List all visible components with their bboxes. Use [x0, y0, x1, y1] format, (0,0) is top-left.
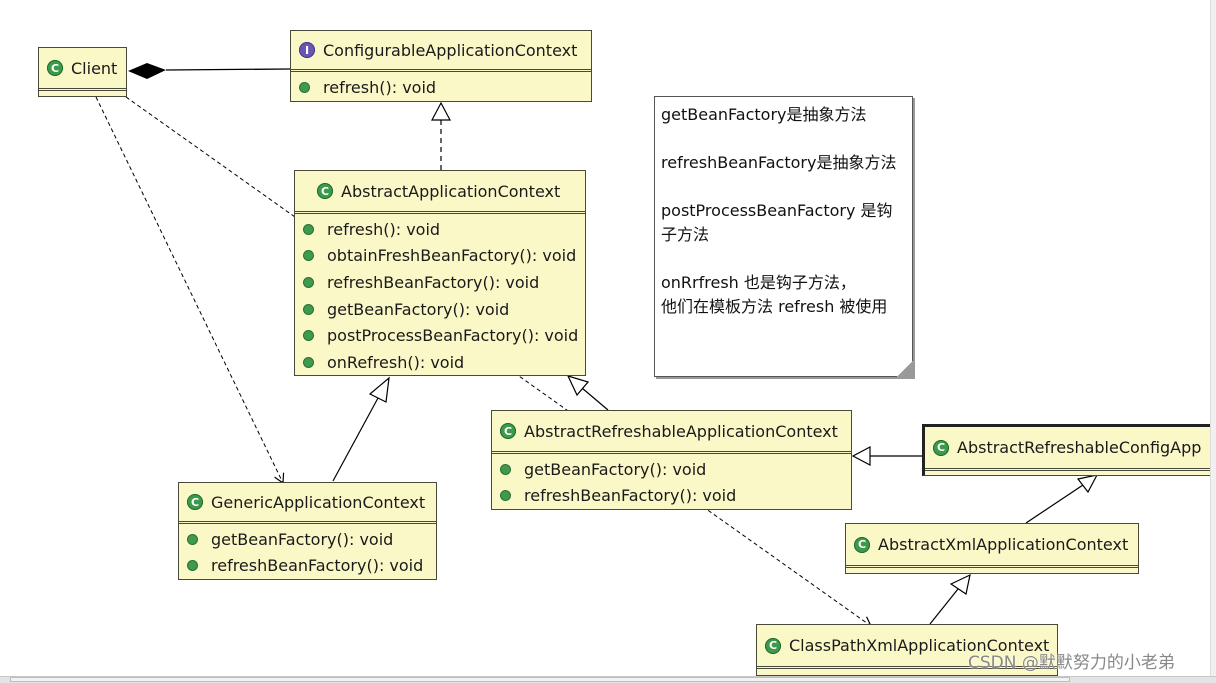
public-method-icon — [187, 560, 198, 572]
class-c-icon: C — [854, 536, 870, 553]
class-header: C AbstractRefreshableApplicationContext — [492, 411, 851, 454]
method-row: onRefresh(): void — [303, 349, 585, 376]
method-signature: getBeanFactory(): void — [211, 529, 394, 549]
dependency-client-generic — [95, 96, 285, 485]
method-list: getBeanFactory(): void refreshBeanFactor… — [492, 454, 851, 509]
class-name: AbstractXmlApplicationContext — [878, 535, 1129, 554]
class-c-icon: C — [933, 439, 949, 456]
class-name: GenericApplicationContext — [211, 492, 426, 512]
method-row: postProcessBeanFactory(): void — [303, 322, 585, 349]
generalization-head-xml — [1076, 474, 1099, 494]
class-name: Client — [71, 58, 118, 78]
class-header: C ClassPathXmlApplicationContext — [757, 625, 1057, 669]
method-row: refreshBeanFactory(): void — [303, 269, 585, 296]
method-list: refresh(): void — [291, 72, 591, 101]
class-abstract-xml-application-context[interactable]: C AbstractXmlApplicationContext — [845, 523, 1139, 574]
public-method-icon — [303, 330, 314, 342]
scrollbar-thumb[interactable] — [10, 677, 1070, 682]
method-signature: obtainFreshBeanFactory(): void — [327, 246, 577, 266]
method-signature: refreshBeanFactory(): void — [211, 556, 424, 576]
class-c-icon: C — [500, 423, 516, 439]
method-signature: getBeanFactory(): void — [327, 299, 510, 319]
class-abstract-refreshable-application-context[interactable]: C AbstractRefreshableApplicationContext … — [491, 410, 852, 510]
class-name: AbstractRefreshableConfigApp — [957, 438, 1202, 457]
note-line: postProcessBeanFactory 是钩 子方法 — [661, 201, 893, 244]
composition-client-configurable — [165, 68, 291, 71]
method-signature: refresh(): void — [327, 219, 441, 239]
method-row: refresh(): void — [303, 216, 585, 243]
public-method-icon — [303, 276, 314, 288]
public-method-icon — [303, 223, 314, 235]
note-line: refreshBeanFactory是抽象方法 — [661, 153, 897, 172]
method-signature: refresh(): void — [323, 77, 437, 97]
generalization-generic-abstract — [332, 397, 379, 482]
class-c-icon: C — [765, 637, 781, 654]
realization-head — [431, 101, 451, 121]
method-list: refresh(): void obtainFreshBeanFactory()… — [295, 214, 585, 376]
class-c-icon: C — [317, 183, 333, 199]
class-name: ClassPathXmlApplicationContext — [789, 636, 1050, 655]
class-header: C AbstractXmlApplicationContext — [846, 524, 1138, 568]
watermark: CSDN @默默努力的小老弟 — [968, 653, 1175, 673]
method-row: refreshBeanFactory(): void — [187, 553, 436, 580]
class-abstract-application-context[interactable]: C AbstractApplicationContext refresh(): … — [294, 170, 586, 376]
method-signature: getBeanFactory(): void — [524, 459, 707, 479]
public-method-icon — [500, 463, 511, 475]
composition-diamond — [128, 63, 166, 79]
class-name: AbstractApplicationContext — [341, 181, 561, 201]
method-row: getBeanFactory(): void — [500, 456, 851, 483]
canvas-right-edge — [1210, 0, 1216, 676]
method-row: refreshBeanFactory(): void — [500, 483, 851, 510]
class-header: C AbstractApplicationContext — [295, 171, 585, 214]
generalization-head-config — [851, 446, 871, 466]
method-signature: postProcessBeanFactory(): void — [327, 326, 579, 346]
public-method-icon — [303, 250, 314, 262]
class-header: C GenericApplicationContext — [179, 483, 436, 524]
class-c-icon: C — [187, 494, 203, 510]
method-row: obtainFreshBeanFactory(): void — [303, 243, 585, 270]
class-header: C AbstractRefreshableConfigApp — [925, 427, 1216, 471]
class-name: AbstractRefreshableApplicationContext — [524, 421, 838, 441]
method-row: refresh(): void — [299, 74, 591, 101]
generalization-head-refreshable — [566, 375, 590, 397]
method-list: getBeanFactory(): void refreshBeanFactor… — [179, 524, 436, 579]
interface-i-icon: I — [299, 42, 315, 58]
class-classpath-xml-application-context[interactable]: C ClassPathXmlApplicationContext — [756, 624, 1058, 676]
interface-configurable-application-context[interactable]: I ConfigurableApplicationContext refresh… — [290, 30, 592, 102]
method-signature: refreshBeanFactory(): void — [327, 272, 540, 292]
public-method-icon — [303, 303, 314, 315]
generalization-xml-config — [1025, 484, 1084, 524]
class-header: C Client — [39, 48, 126, 91]
public-method-icon — [303, 356, 314, 368]
class-header: I ConfigurableApplicationContext — [291, 31, 591, 72]
method-row: getBeanFactory(): void — [187, 526, 436, 553]
generalization-head-generic — [368, 376, 390, 403]
method-row: getBeanFactory(): void — [303, 296, 585, 323]
class-name: ConfigurableApplicationContext — [323, 40, 578, 60]
note-fold-corner — [897, 361, 913, 377]
uml-note[interactable]: getBeanFactory是抽象方法 refreshBeanFactory是抽… — [654, 96, 913, 377]
generalization-classpath-xml — [929, 588, 959, 625]
note-line: getBeanFactory是抽象方法 — [661, 105, 867, 124]
class-generic-application-context[interactable]: C GenericApplicationContext getBeanFacto… — [178, 482, 437, 580]
method-signature: onRefresh(): void — [327, 352, 465, 372]
class-abstract-refreshable-config-app[interactable]: C AbstractRefreshableConfigApp — [922, 424, 1216, 476]
public-method-icon — [187, 533, 198, 545]
generalization-head-classpath — [949, 573, 971, 595]
note-line: onRrfresh 也是钩子方法， 他们在模板方法 refresh 被使用 — [661, 273, 888, 316]
class-c-icon: C — [47, 60, 63, 76]
public-method-icon — [500, 490, 511, 502]
public-method-icon — [299, 81, 310, 93]
generalization-refreshable-abstract — [581, 387, 609, 411]
method-signature: refreshBeanFactory(): void — [524, 486, 737, 506]
class-client[interactable]: C Client — [38, 47, 127, 97]
